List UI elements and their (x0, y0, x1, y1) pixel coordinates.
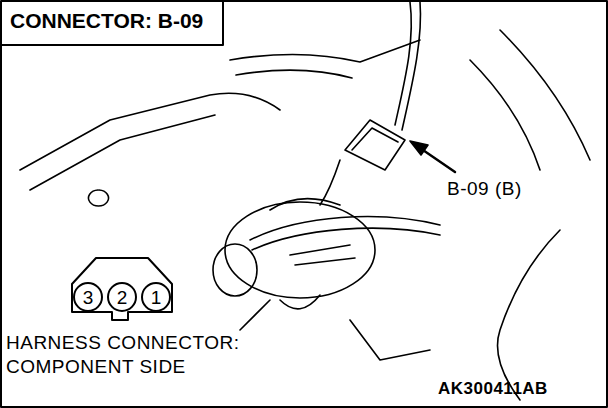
connector-b09 (345, 120, 405, 170)
pin-number: 2 (117, 288, 128, 307)
connector-title: CONNECTOR: B-09 (10, 9, 203, 33)
wire (395, 2, 421, 130)
housing-edge (230, 40, 420, 78)
connector-callout: B-09 (B) (447, 178, 522, 200)
engine-cover (20, 93, 280, 190)
body-panel (470, 30, 590, 400)
wire-clip (290, 245, 355, 265)
component-end (213, 244, 257, 296)
component-detail (270, 199, 340, 309)
bracket (240, 300, 430, 360)
title-frame (1, 1, 223, 45)
leader-arrow (420, 148, 455, 172)
connector-neck (320, 160, 340, 205)
harness-wire (250, 217, 440, 250)
pin-circle: 2 (107, 282, 137, 312)
view-note: HARNESS CONNECTOR: COMPONENT SIDE (6, 331, 336, 379)
bolt (89, 190, 109, 206)
connector-outline (72, 258, 172, 320)
arrow-head (410, 141, 428, 155)
pin-number: 1 (151, 288, 162, 307)
figure-code: AK300411AB (438, 379, 548, 399)
connector-detail (352, 128, 398, 150)
pin-circle: 3 (73, 282, 103, 312)
pin-circle: 1 (141, 282, 171, 312)
pin-number: 3 (83, 288, 94, 307)
